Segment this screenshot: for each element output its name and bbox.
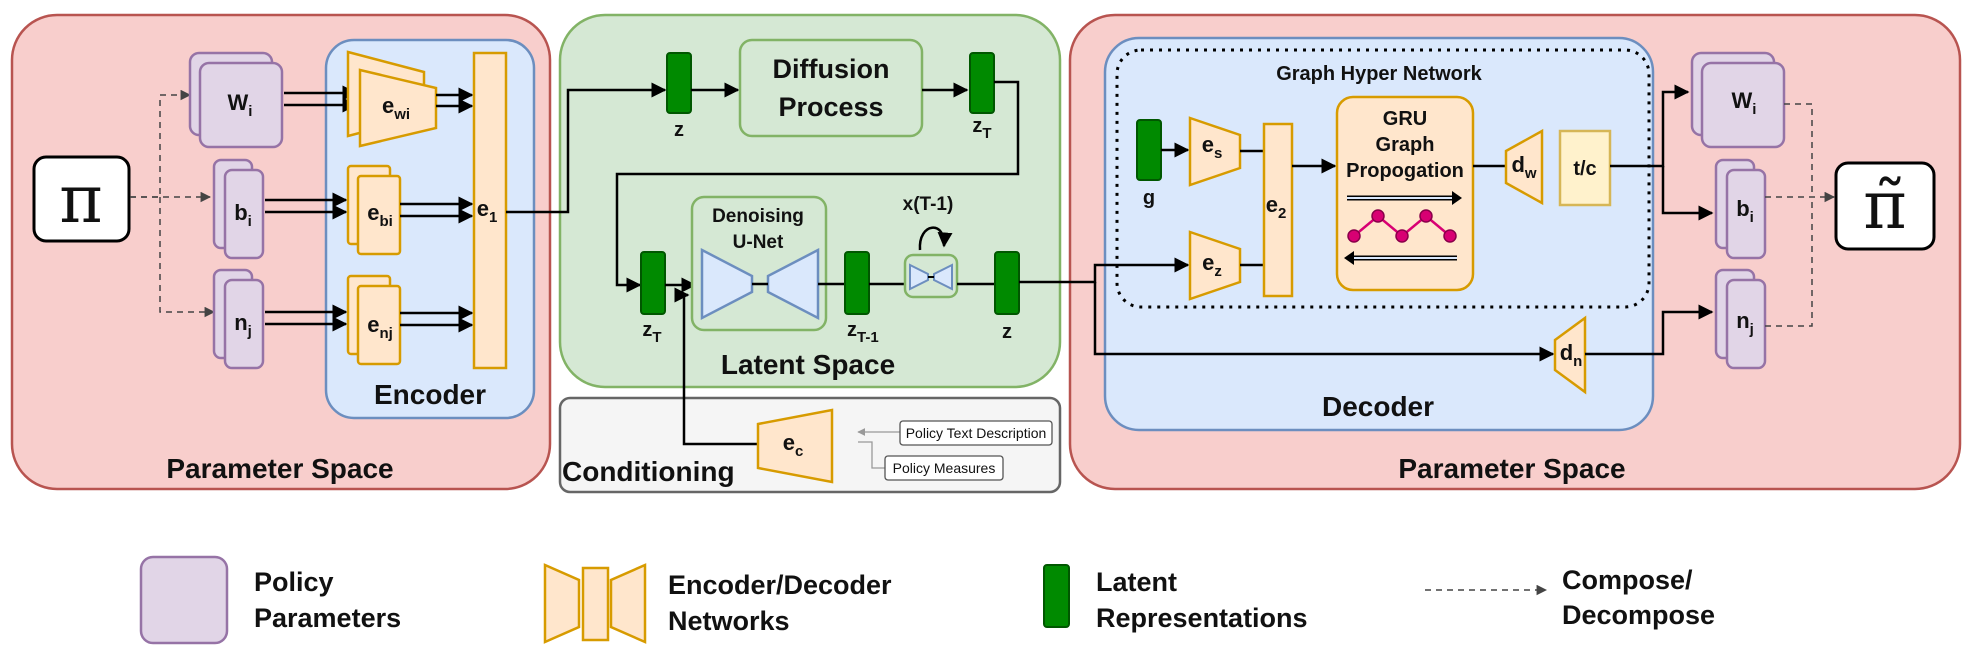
unet-hourglass-shape [700, 247, 820, 321]
encoder-e2-bar [1262, 122, 1294, 298]
legend-policy-line2: Parameters [254, 603, 401, 633]
diffusion-process-line2: Process [778, 92, 883, 122]
decoder-dw-label: dw [1511, 152, 1536, 182]
denoising-unet-line1: Denoising [712, 206, 804, 227]
encoder-ez-shape [1188, 230, 1242, 301]
latent-z-out-label: z [1002, 321, 1012, 343]
latent-z-top-label: z [674, 119, 684, 141]
compose-arrows [1765, 103, 1836, 327]
policy-pi-tilde-box [1834, 161, 1936, 251]
latent-zT-top [969, 52, 995, 114]
policy-pi-tilde-symbol: π̃ [1863, 167, 1906, 244]
encoder-ewi-label: ewi [382, 93, 410, 123]
biases-bi-label: bi [234, 200, 252, 230]
encoder-ebi-shape [346, 164, 402, 256]
decoder-dn-shape [1553, 315, 1587, 395]
latent-zT-bottom-label: zT [642, 319, 661, 346]
latent-zT-bottom [640, 251, 666, 315]
encoder-ewi-shape [346, 50, 438, 148]
encoder-to-e1-arrows [400, 87, 474, 333]
graph-hyper-network-label: Graph Hyper Network [1276, 63, 1482, 85]
parameter-space-left-label: Parameter Space [166, 453, 393, 484]
legend-network-line2: Networks [668, 606, 790, 636]
legend-policy-line1: Policy [254, 567, 334, 597]
encoder-ebi-label: ebi [367, 200, 393, 230]
diffusion-process-box [738, 38, 924, 138]
tc-box [1558, 129, 1612, 207]
policy-pi-box [32, 155, 131, 243]
legend-latent-swatch [1043, 564, 1070, 628]
policy-pi-symbol: π [59, 161, 102, 238]
legend-policy-swatch [139, 555, 229, 645]
es-ez-to-e2-lines [1240, 149, 1264, 267]
graph-hyper-network-region [1115, 48, 1651, 309]
legend-compose-line2: Decompose [1562, 600, 1715, 630]
encoder-es-shape [1188, 116, 1242, 187]
encoder-label: Encoder [374, 379, 486, 410]
ec-to-unet-arrow [674, 287, 757, 446]
encoder-e1-label: e1 [477, 196, 498, 226]
encoder-e1-bar [472, 51, 508, 370]
policy-text-description-box [899, 420, 1053, 446]
latent-z-top [666, 52, 692, 114]
decoder-dw-shape [1504, 128, 1544, 206]
x-t-minus-1-loop-arrow [918, 226, 953, 251]
tc-to-outputs-arrows [1610, 84, 1714, 221]
latent-space-label: Latent Space [721, 349, 895, 380]
norms-nj-label: nj [234, 310, 252, 340]
decompose-arrows [130, 89, 216, 318]
encoder-ec-shape [756, 408, 834, 484]
dn-to-nj-arrow [1585, 304, 1714, 356]
graph-propagation-glyph [1344, 191, 1462, 265]
tc-label: t/c [1573, 158, 1596, 180]
output-weights-wi-stack [1690, 51, 1786, 149]
gru-line1: GRU [1383, 108, 1427, 130]
policy-measures-box [884, 455, 1004, 481]
output-biases-bi-label: bi [1736, 196, 1754, 226]
output-norms-nj-label: nj [1736, 308, 1754, 338]
encoder-enj-label: enj [367, 312, 393, 342]
diffusion-process-line1: Diffusion [773, 54, 890, 84]
decoder-dn-label: dn [1560, 340, 1583, 370]
conditioning-label: Conditioning [562, 456, 735, 487]
zT-loop-arrow [615, 80, 1020, 293]
decoder-label: Decoder [1322, 391, 1434, 422]
encoder-ez-label: ez [1202, 250, 1222, 280]
param-to-encoder-arrows [265, 85, 358, 332]
encoder-es-label: es [1202, 132, 1223, 162]
weights-wi-stack [188, 51, 284, 149]
gru-line2: Graph [1376, 134, 1435, 156]
latent-g [1136, 119, 1162, 181]
conditioning-input-arrows [857, 428, 900, 469]
legend-compose-line1: Compose/ [1562, 565, 1693, 595]
legend-latent-line2: Representations [1096, 603, 1308, 633]
output-weights-wi-label: Wi [1732, 88, 1757, 118]
policy-measures: Policy Measures [893, 460, 996, 476]
output-biases-bi-stack [1714, 158, 1767, 260]
parameter-space-right-label: Parameter Space [1398, 453, 1625, 484]
denoising-unet-line2: U-Net [733, 232, 784, 253]
legend-latent-line1: Latent [1096, 567, 1177, 597]
x-t-minus-1-label: x(T-1) [903, 194, 954, 215]
latent-zT1 [844, 251, 870, 315]
gru-line3: Propogation [1346, 160, 1464, 182]
weights-wi-label: Wi [228, 90, 253, 120]
latent-g-label: g [1143, 187, 1155, 209]
latent-z-out [994, 251, 1020, 315]
biases-bi-stack [212, 158, 265, 260]
z-to-decoder-arrows [1019, 257, 1555, 362]
encoder-e2-label: e2 [1266, 192, 1287, 222]
legend-network-line1: Encoder/Decoder [668, 570, 892, 600]
latent-zT1-label: zT-1 [847, 319, 879, 346]
norms-nj-stack [212, 268, 265, 370]
e1-to-z-arrow [506, 82, 667, 214]
policy-text-description: Policy Text Description [906, 425, 1047, 441]
gru-graph-propagation-box [1335, 95, 1475, 292]
legend-network-swatch [543, 563, 647, 644]
encoder-ec-label: ec [783, 430, 804, 460]
latent-zT-top-label: zT [972, 115, 991, 142]
x-t-minus-1-hourglass [909, 263, 953, 291]
output-norms-nj-stack [1714, 268, 1767, 370]
